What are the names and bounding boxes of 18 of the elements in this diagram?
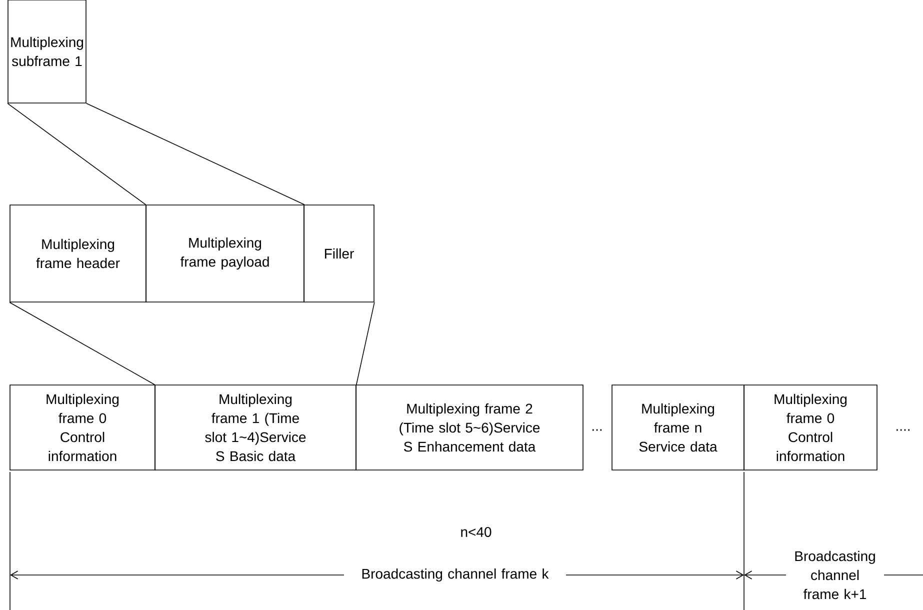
frame-box: Multiplexing frame 0 Control information	[10, 384, 156, 470]
frame-box: Multiplexing frame 0 Control information	[744, 384, 878, 470]
ellipsis: ....	[896, 429, 910, 431]
dimension-label: Broadcasting channel frame k+1	[786, 550, 884, 600]
expansion-line	[9, 302, 155, 385]
dimension-label: n<40	[461, 527, 492, 537]
frame-box: Multiplexing frame 1 (Time slot 1~4)Service S Basic data	[154, 384, 356, 470]
frame-box: Multiplexing frame n Service data	[612, 384, 744, 470]
frame-box: Multiplexing frame 2 (Time slot 5~6)Service S Enhancement data	[356, 384, 584, 470]
expansion-line	[7, 103, 146, 205]
frame-box: Filler	[304, 204, 374, 302]
subframe-box: Multiplexing subframe 1	[8, 0, 86, 104]
expansion-line	[356, 302, 375, 385]
frame-box: Multiplexing frame payload	[146, 204, 304, 302]
expansion-line	[86, 103, 305, 205]
dimension-label: Broadcasting channel frame k	[344, 567, 566, 583]
frame-box: Multiplexing frame header	[10, 204, 146, 302]
ellipsis: ...	[592, 429, 602, 431]
